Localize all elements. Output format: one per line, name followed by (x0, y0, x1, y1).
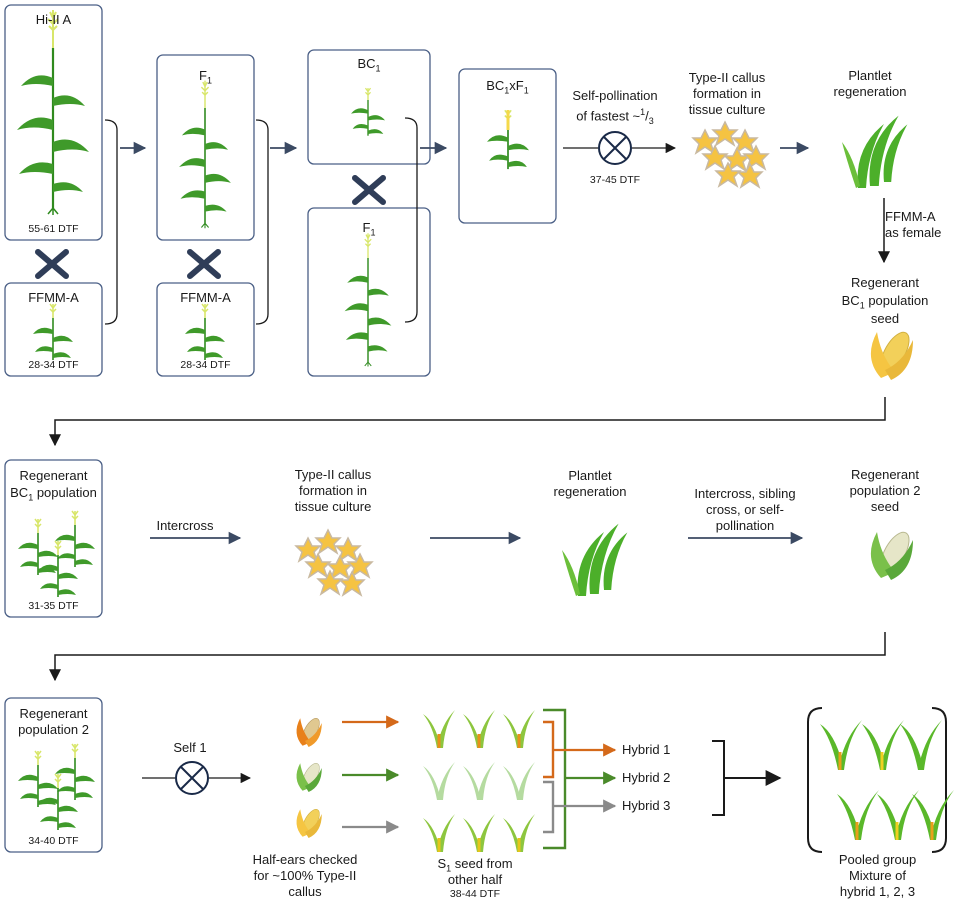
hi2a-dtf: 55-61 DTF (28, 223, 79, 235)
yellow-cob-icon (296, 809, 322, 838)
callus2-line3: tissue culture (294, 499, 372, 514)
hybrid2-label: Hybrid 2 (622, 770, 671, 785)
regpop2-line1: Regenerant (19, 706, 88, 721)
hybrid1-label: Hybrid 1 (622, 742, 671, 757)
hi2a-title: Hi-II A (35, 12, 72, 27)
pop2seed-line1: Regenerant (851, 467, 919, 482)
connector-line (49, 632, 886, 682)
f1-title: F1 (199, 68, 212, 86)
regseed-line2: BC1 population (841, 293, 929, 311)
f1b-title: F1 (362, 220, 376, 238)
selfpoll-dtf: 37-45 DTF (589, 174, 641, 186)
plantlet1-line2: regeneration (833, 84, 907, 99)
bracket (255, 119, 269, 325)
bc1-box (307, 49, 431, 165)
self1-label: Self 1 (173, 740, 207, 755)
intercross-label: Intercross (156, 518, 214, 533)
ffmm-a-2-title: FFMM-A (180, 290, 231, 305)
s1-seedlings-icon (423, 710, 535, 852)
regbc1-line1: Regenerant (19, 468, 88, 483)
callus-icon (692, 121, 769, 188)
connector-line (49, 397, 886, 447)
regbc1-dtf: 31-35 DTF (28, 600, 79, 612)
callus2-line2: formation in (299, 483, 367, 498)
pooled-line1: Pooled group (838, 852, 917, 867)
plantlet2-line1: Plantlet (568, 468, 612, 483)
ffmm-a-2-dtf: 28-34 DTF (180, 359, 231, 371)
bc1-title: BC1 (357, 56, 381, 74)
cross-icon (352, 175, 386, 205)
ffmm-a-1-title: FFMM-A (28, 290, 79, 305)
callus-icon (295, 529, 373, 596)
regseed-line3: seed (870, 311, 900, 326)
s1-line1: S1 seed from (437, 856, 513, 874)
regenerant-bc1-box (4, 459, 103, 618)
pooled-line3: hybrid 1, 2, 3 (839, 884, 916, 899)
regenerant-pop2-box (4, 697, 103, 853)
regbc1-line2: BC1 population (10, 485, 97, 503)
plantlet-icon (842, 115, 908, 188)
bracket (712, 740, 725, 816)
female-line1: FFMM-A (885, 209, 936, 224)
regpop2-line2: population 2 (18, 722, 89, 737)
bc1xf1-title: BC1xF1 (486, 78, 529, 96)
pooled-bracket-right (931, 707, 947, 853)
regpop2-dtf: 34-40 DTF (28, 835, 79, 847)
bracket-orange (543, 720, 555, 779)
callus1-line1: Type-II callus (688, 70, 766, 85)
corn-cob-icon (870, 531, 913, 580)
callus1-line2: formation in (693, 86, 761, 101)
halfears-line2: for ~100% Type-II (253, 868, 357, 883)
callus2-line1: Type-II callus (294, 467, 372, 482)
pop2seed-line2: population 2 (849, 483, 921, 498)
halfears-line1: Half-ears checked (252, 852, 358, 867)
pooled-plants-icon (820, 720, 954, 840)
bracket (104, 119, 118, 325)
bracket (404, 117, 418, 323)
cross-line3: pollination (715, 518, 775, 533)
selfpoll-line2: of fastest ~1/3 (576, 107, 654, 126)
cross-icon (187, 249, 221, 279)
callus1-line3: tissue culture (688, 102, 766, 117)
green-cob-icon (296, 763, 322, 792)
cross-line1: Intercross, sibling (694, 486, 796, 501)
halfears-line3: callus (288, 884, 322, 899)
cross-line2: cross, or self- (705, 502, 784, 517)
plantlet-icon (562, 523, 628, 596)
female-line2: as female (885, 225, 942, 240)
orange-cob-icon (296, 718, 322, 747)
corn-cob-icon (870, 327, 916, 381)
s1-line2: other half (447, 872, 503, 887)
regseed-line1: Regenerant (851, 275, 919, 290)
selfpoll-line1: Self-pollination (572, 88, 658, 103)
s1-dtf: 38-44 DTF (449, 888, 501, 900)
pop2seed-line3: seed (870, 499, 900, 514)
bracket-gray (543, 780, 555, 834)
ffmm-a-1-dtf: 28-34 DTF (28, 359, 79, 371)
plantlet1-line1: Plantlet (848, 68, 892, 83)
pooled-bracket-left (807, 707, 823, 853)
plantlet2-line2: regeneration (553, 484, 627, 499)
pooled-line2: Mixture of (848, 868, 907, 883)
cross-icon (35, 249, 69, 279)
hybrid3-label: Hybrid 3 (622, 798, 671, 813)
